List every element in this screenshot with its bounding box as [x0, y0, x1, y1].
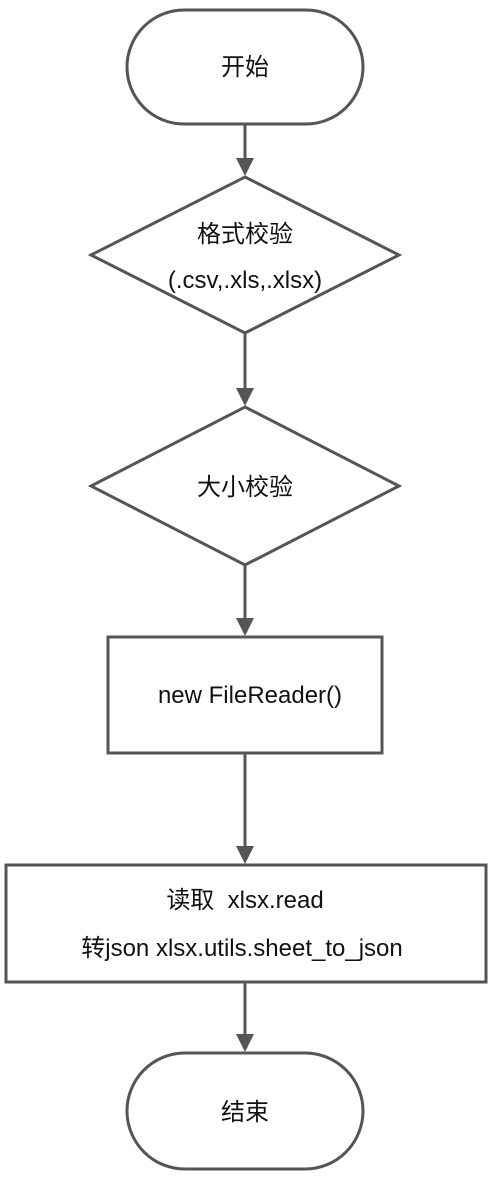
- connector-convert-to-end: [236, 982, 254, 1052]
- read-label: 读取 xlsx.read: [166, 887, 323, 914]
- format-check-title: 格式校验: [197, 221, 293, 248]
- convert-label: 转json xlsx.utils.sheet_to_json: [81, 935, 403, 962]
- arrowhead: [236, 1034, 254, 1052]
- arrowhead: [236, 388, 254, 406]
- size-check-label: 大小校验: [197, 474, 293, 501]
- connector-reader-to-convert: [236, 753, 254, 864]
- start-label: 开始: [221, 54, 269, 81]
- read-convert-node: 读取 xlsx.read 转json xlsx.utils.sheet_to_j…: [4, 863, 488, 984]
- end-node: 结束: [125, 1051, 365, 1171]
- format-check-extensions: (.csv,.xls,.xlsx): [168, 267, 322, 294]
- connector-size-to-reader: [236, 565, 254, 636]
- start-node: 开始: [125, 8, 365, 126]
- size-check-node: 大小校验: [87, 405, 403, 567]
- end-terminator-shape: [125, 1051, 365, 1171]
- arrowhead: [236, 618, 254, 636]
- file-reader-process-box: [106, 635, 384, 755]
- arrowhead: [236, 846, 254, 864]
- connector-format-to-size: [236, 333, 254, 406]
- format-check-node: 格式校验 (.csv,.xls,.xlsx): [87, 175, 403, 335]
- read-convert-process-box: [4, 863, 488, 984]
- arrowhead: [236, 158, 254, 176]
- end-label: 结束: [221, 1099, 269, 1126]
- file-reader-label: new FileReader(): [158, 682, 342, 709]
- connector-start-to-format: [236, 124, 254, 176]
- format-check-diamond: [87, 175, 403, 335]
- file-reader-node: new FileReader(): [106, 635, 384, 755]
